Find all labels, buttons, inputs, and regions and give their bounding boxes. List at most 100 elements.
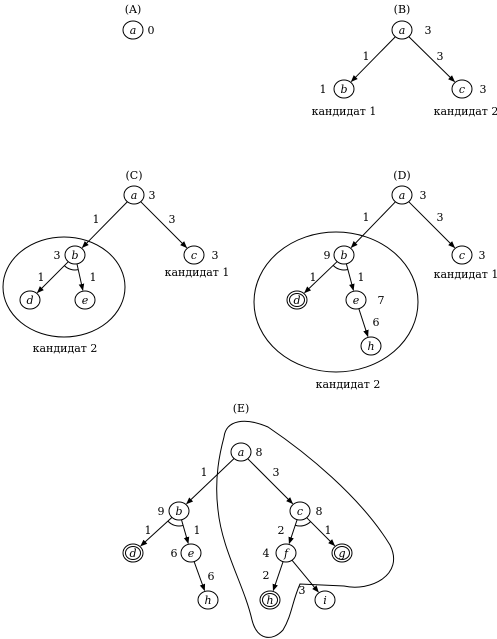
- edge-cost-label: 1: [325, 524, 332, 537]
- edge-cost-label: 6: [208, 570, 215, 583]
- edge-cost-label: 6: [373, 316, 380, 329]
- node-label: i: [323, 594, 327, 607]
- edge-cost-label: 1: [90, 271, 97, 284]
- node-label: a: [130, 24, 137, 37]
- edge-d-a-b: [350, 201, 396, 248]
- node-label: d: [293, 294, 300, 307]
- edge-b-a-b: [350, 36, 396, 83]
- node-label: b: [71, 249, 78, 262]
- node-e-i: i: [314, 590, 336, 610]
- edge-c-a-b: [81, 201, 128, 249]
- panel-title-b: (B): [394, 3, 411, 16]
- edge-d-b-e: [345, 263, 355, 291]
- node-b-c: c: [451, 79, 473, 99]
- edge-e-f-h2: [272, 561, 284, 592]
- edge-cost-label: 2: [278, 524, 285, 537]
- edge-d-a-c: [408, 201, 456, 249]
- candidate-label-1: кандидат 1: [165, 266, 230, 279]
- node-e-d: d: [122, 543, 144, 563]
- node-e-h1: h: [197, 590, 219, 610]
- edge-e-b-d: [140, 517, 173, 547]
- node-d-b: b: [333, 245, 355, 265]
- node-label: e: [82, 294, 89, 307]
- node-value-label: 3: [425, 24, 432, 37]
- edge-cost-label: 1: [38, 271, 45, 284]
- edge-cost-label: 1: [201, 466, 208, 479]
- edge-cost-label: 3: [273, 466, 280, 479]
- candidate-label-2: кандидат 2: [316, 378, 381, 391]
- edge-cost-label: 3: [437, 211, 444, 224]
- node-b-a: a: [391, 20, 413, 40]
- node-label: e: [353, 294, 360, 307]
- edge-cost-label: 1: [363, 50, 370, 63]
- edge-e-b-e: [181, 519, 190, 544]
- edge-cost-label: 3: [169, 213, 176, 226]
- node-d-d: d: [286, 290, 308, 310]
- candidate-outlines: [2, 231, 419, 638]
- edge-cost-label: 3: [299, 584, 306, 597]
- edge-d-b-d: [304, 261, 338, 294]
- node-e-a: a: [230, 442, 252, 462]
- panel-title-e: (E): [233, 402, 250, 415]
- node-label: h: [367, 340, 374, 353]
- node-label: a: [131, 189, 138, 202]
- node-e-h2: h: [259, 590, 281, 610]
- node-value-label: 8: [316, 505, 323, 518]
- and-arc: [167, 520, 184, 527]
- edge-cost-label: 1: [93, 213, 100, 226]
- node-label: f: [283, 547, 290, 560]
- nodes-layer: a a b c a b c d e a b c d e h a b c d e f g h h i: [19, 20, 473, 610]
- node-c-b: b: [64, 245, 86, 265]
- node-label: c: [459, 83, 465, 96]
- edge-e-a-c: [247, 458, 294, 505]
- candidate-outline-c: [2, 236, 126, 338]
- node-label: c: [459, 249, 465, 262]
- node-d-h: h: [360, 336, 382, 356]
- candidate-label-1: кандидат 1: [312, 105, 377, 118]
- node-c-c: c: [183, 245, 205, 265]
- node-label: e: [188, 547, 195, 560]
- node-value-label: 0: [148, 24, 155, 37]
- edge-c-a-c: [140, 201, 188, 249]
- node-label: b: [175, 505, 182, 518]
- edge-c-b-d: [36, 261, 69, 294]
- panel-title-c: (C): [126, 169, 143, 182]
- panel-title-d: (D): [393, 169, 410, 182]
- node-label: g: [338, 547, 345, 560]
- edges-layer: [36, 36, 456, 593]
- node-label: d: [26, 294, 33, 307]
- edge-cost-label: 1: [145, 524, 152, 537]
- node-d-e: e: [345, 290, 367, 310]
- edge-cost-label: 2: [263, 569, 270, 582]
- node-c-d: d: [19, 290, 41, 310]
- edge-e-f-i: [291, 559, 319, 593]
- node-e-e: e: [180, 543, 202, 563]
- candidate-outline-d: [253, 231, 419, 373]
- edge-e-c-f: [288, 519, 298, 545]
- edge-e-e-h1: [193, 561, 206, 592]
- edge-cost-label: 1: [358, 271, 365, 284]
- edge-cost-label: 1: [310, 271, 317, 284]
- node-value-label: 9: [324, 249, 331, 262]
- candidate-label-2: кандидат 2: [33, 342, 98, 355]
- edge-b-a-c: [408, 36, 456, 83]
- node-e-f: f: [275, 543, 297, 563]
- node-value-label: 3: [212, 249, 219, 262]
- node-value-label: 7: [378, 294, 385, 307]
- node-label: c: [297, 505, 303, 518]
- node-label: d: [129, 547, 136, 560]
- node-label: b: [340, 83, 347, 96]
- node-label: b: [340, 249, 347, 262]
- node-b-b: b: [333, 79, 355, 99]
- edge-cost-label: 3: [437, 50, 444, 63]
- node-label: a: [399, 24, 406, 37]
- node-d-a: a: [391, 185, 413, 205]
- node-e-g: g: [331, 543, 353, 563]
- node-label: c: [191, 249, 197, 262]
- node-value-label: 3: [420, 189, 427, 202]
- node-value-label: 3: [480, 83, 487, 96]
- node-value-label: 4: [263, 547, 270, 560]
- edge-cost-label: 1: [363, 211, 370, 224]
